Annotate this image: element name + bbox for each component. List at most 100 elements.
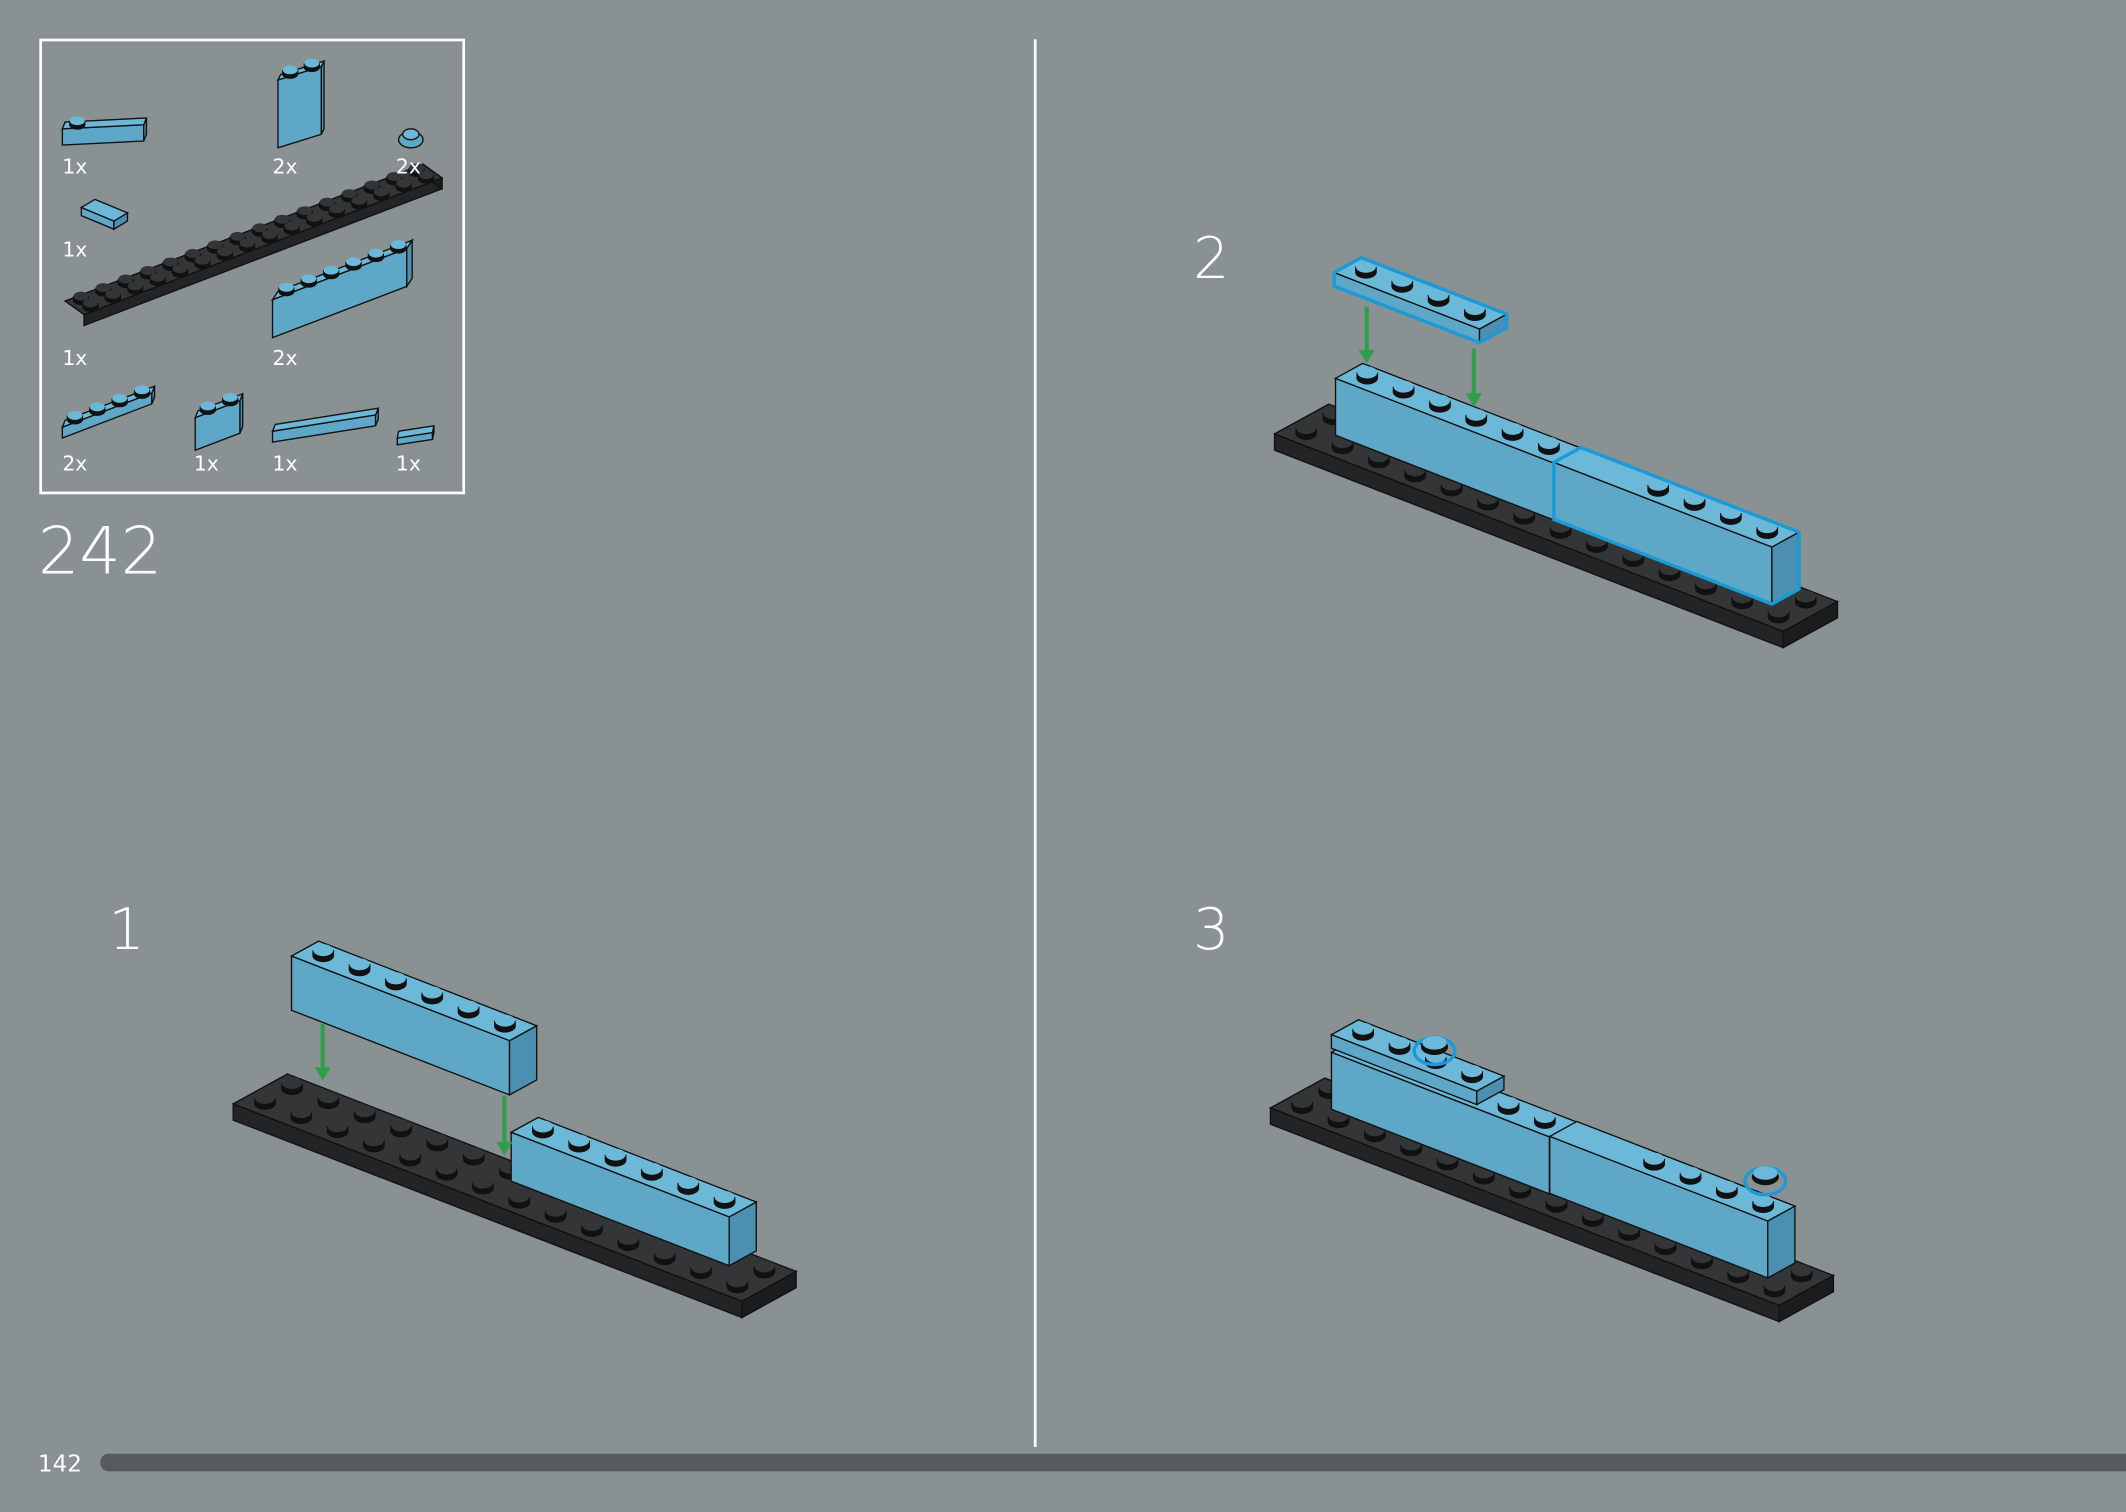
stud (421, 986, 444, 1005)
stud-top (301, 274, 317, 284)
part-qty: 1x (273, 452, 298, 476)
stud-top (341, 189, 357, 199)
stud (1790, 1264, 1813, 1283)
brick-top-face (1329, 1019, 1506, 1092)
part-brick-1x6 (270, 238, 414, 339)
stud-top (323, 265, 339, 275)
arrow-head (1465, 393, 1482, 407)
stud-top (1422, 1036, 1447, 1050)
stud-top (418, 170, 434, 180)
stud (290, 1106, 313, 1125)
part-panel-1x2x3 (276, 58, 326, 149)
stud-top (363, 1134, 384, 1147)
stud-top (274, 214, 290, 224)
stud (1355, 260, 1377, 279)
stud (222, 392, 239, 407)
stud-top (351, 195, 367, 205)
stud-top (1720, 507, 1741, 519)
stud (435, 1162, 458, 1181)
stud (1794, 590, 1817, 609)
stud-top (67, 410, 83, 420)
stud-top (349, 958, 370, 971)
stud (326, 1120, 349, 1139)
step-number-2: 2 (1193, 226, 1229, 292)
stud-top (1791, 1264, 1812, 1277)
stud-top (458, 1000, 479, 1013)
stud (1731, 591, 1754, 610)
stud (350, 195, 368, 210)
stud (713, 1191, 736, 1209)
stud (690, 1261, 712, 1280)
stud-top (545, 1204, 566, 1217)
stud-top (282, 1077, 303, 1090)
stud (641, 1162, 663, 1181)
step-2-illustration (1272, 255, 1840, 649)
stud (1679, 1166, 1702, 1185)
stud-top (172, 264, 188, 274)
stud (1582, 1208, 1604, 1227)
stud (367, 248, 385, 263)
brick-end-face (320, 60, 325, 135)
stud-top (1357, 366, 1378, 379)
stud (1392, 380, 1415, 399)
stud-top (1757, 521, 1778, 534)
stud-top (368, 248, 384, 258)
stud-top (140, 265, 156, 275)
stud-top (385, 972, 406, 985)
step-number-3: 3 (1193, 897, 1229, 963)
part-plate-2x16 (63, 163, 444, 327)
stud-top (364, 180, 380, 190)
stud (194, 255, 211, 270)
step-number-1: 1 (108, 897, 144, 963)
stud (373, 187, 390, 201)
dark-plate-2x14 (231, 1073, 798, 1319)
step-1-illustration (231, 940, 798, 1319)
stud (1658, 563, 1681, 582)
stud (363, 1134, 385, 1153)
stud (317, 1091, 340, 1110)
stud-top (1538, 437, 1559, 449)
part-qty: 1x (194, 452, 219, 476)
stud-top (200, 401, 216, 411)
stud-top (1753, 1166, 1778, 1180)
stud-top (641, 1162, 662, 1175)
stud (1461, 1065, 1484, 1084)
stud (306, 212, 323, 227)
part-qty: 1x (62, 155, 87, 179)
part-qty: 1x (396, 452, 421, 476)
part-qty: 1x (62, 346, 87, 370)
stud (395, 178, 412, 193)
stud (1509, 1180, 1532, 1199)
highlight-outline (1552, 445, 1801, 606)
blue-brick-1x6-new (289, 940, 539, 1097)
stud-top (69, 116, 85, 126)
stud (1391, 274, 1414, 293)
stud-top (1462, 1065, 1483, 1078)
part-qty: 2x (396, 155, 421, 179)
stud-top (327, 1120, 348, 1133)
stud-top (386, 172, 402, 181)
stud (133, 385, 151, 399)
stud (462, 1147, 485, 1166)
blue-brick-1x6-placed (509, 1116, 758, 1267)
stud-top (1684, 492, 1705, 505)
stud-top (1680, 1166, 1701, 1179)
stud-top (472, 1176, 493, 1189)
stud (426, 1133, 449, 1152)
stud-top (304, 58, 320, 68)
part-brick-1x2 (194, 392, 244, 452)
stud-top (150, 272, 166, 282)
stud-top (509, 1190, 530, 1203)
stud (1643, 1152, 1666, 1171)
stud (312, 944, 335, 963)
part-tile-1x2 (79, 198, 129, 231)
stud (207, 240, 224, 254)
bag-number: 242 (38, 515, 162, 590)
stud (1720, 507, 1742, 525)
stud-top (134, 385, 150, 395)
progress-bar (100, 1453, 2126, 1472)
stud-top (278, 282, 294, 292)
stud (494, 1014, 516, 1033)
blue-plate-1x4-new (1332, 255, 1509, 345)
stud (1352, 1022, 1375, 1041)
